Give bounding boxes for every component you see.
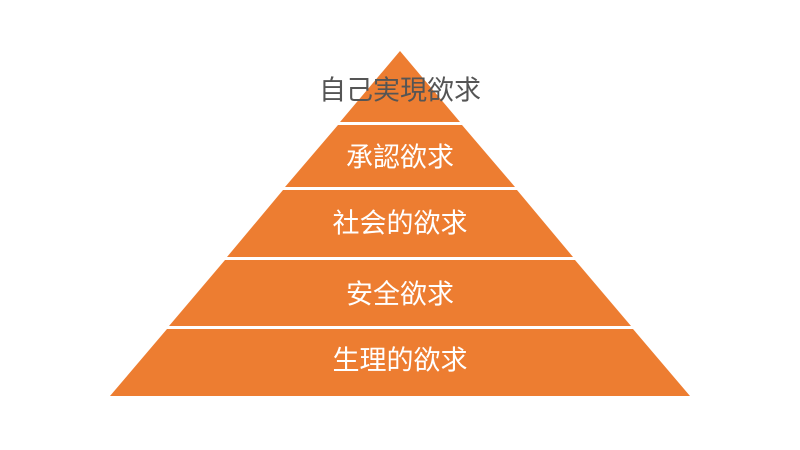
tier-label-esteem: 承認欲求 — [346, 143, 454, 174]
tier-label-physiological: 生理的欲求 — [333, 346, 468, 377]
pyramid-tier-shape — [110, 329, 690, 396]
tier-label-self-actualization: 自己実現欲求 — [319, 76, 481, 107]
pyramid-tier-shape — [285, 125, 515, 187]
pyramid-tier-shape — [227, 190, 573, 257]
tier-label-safety: 安全欲求 — [346, 280, 454, 311]
pyramid-tier-shape — [169, 260, 631, 326]
tier-label-social: 社会的欲求 — [333, 209, 468, 240]
pyramid-tier-shape — [340, 51, 460, 122]
